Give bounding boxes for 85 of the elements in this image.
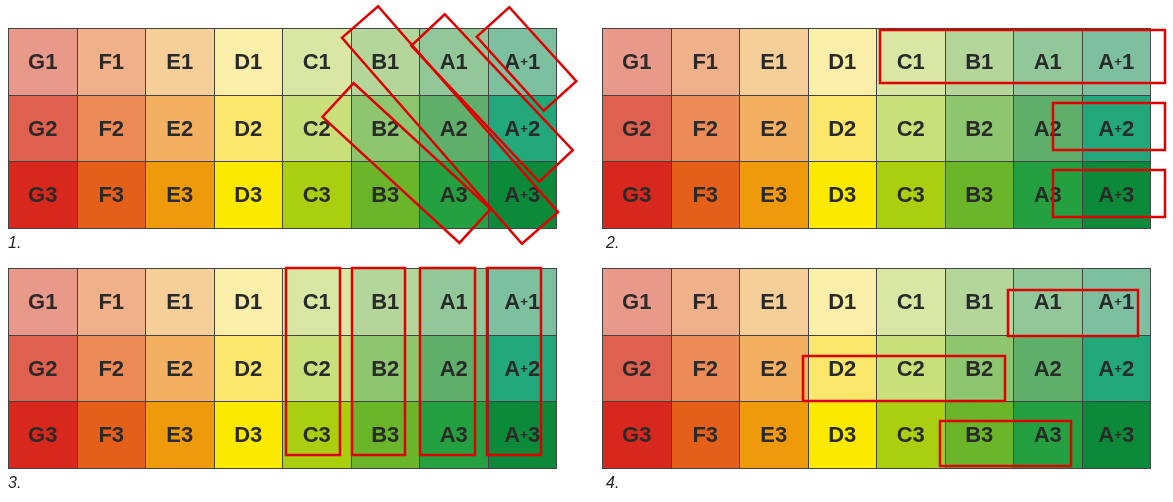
grade-cell: G1: [602, 268, 672, 336]
grade-cell: A$^{+}$3: [1081, 161, 1151, 230]
grade-cell: F1: [670, 28, 740, 96]
grade-cell: D1: [807, 268, 877, 336]
grade-cell: G1: [602, 28, 672, 96]
grade-cell: A$^{+}$1: [1081, 268, 1151, 336]
grade-cell: E3: [739, 161, 809, 230]
grade-cell: E1: [739, 28, 809, 96]
grade-cell: E3: [739, 401, 809, 470]
grade-cell: E1: [145, 268, 215, 336]
panel-number: 1.: [8, 234, 22, 252]
grade-cell: E2: [739, 334, 809, 403]
grade-cell: A3: [419, 161, 489, 230]
grade-cell: F2: [670, 334, 740, 403]
grade-cell: D3: [213, 161, 283, 230]
grade-cell: G2: [8, 94, 78, 163]
grade-cell: C2: [876, 94, 946, 163]
grade-cell: G3: [602, 401, 672, 470]
panel-number: 2.: [606, 234, 620, 252]
grade-cell: E3: [145, 401, 215, 470]
grade-cell: G2: [602, 334, 672, 403]
grade-cell: C1: [282, 28, 352, 96]
grade-cell: D1: [213, 28, 283, 96]
grade-cell: G2: [602, 94, 672, 163]
grade-cell: F1: [670, 268, 740, 336]
grade-cell: A$^{+}$2: [487, 334, 557, 403]
grade-cell: C3: [876, 401, 946, 470]
grade-cell: D3: [807, 161, 877, 230]
grade-cell: G3: [8, 161, 78, 230]
grade-cell: F3: [670, 401, 740, 470]
grade-cell: G1: [8, 28, 78, 96]
grade-cell: A$^{+}$2: [1081, 334, 1151, 403]
grade-cell: D3: [213, 401, 283, 470]
grade-cell: A$^{+}$3: [487, 401, 557, 470]
panel-number: 3.: [8, 474, 22, 492]
grade-cell: A1: [1013, 28, 1083, 96]
grade-cell: F2: [76, 94, 146, 163]
grade-cell: B1: [350, 28, 420, 96]
grade-cell: F1: [76, 28, 146, 96]
grade-cell: G3: [602, 161, 672, 230]
grade-cell: A$^{+}$1: [1081, 28, 1151, 96]
grade-cell: F3: [670, 161, 740, 230]
grade-cell: B3: [944, 161, 1014, 230]
grade-cell: A3: [419, 401, 489, 470]
grade-cell: C2: [282, 334, 352, 403]
grade-cell: F2: [670, 94, 740, 163]
grade-cell: F2: [76, 334, 146, 403]
grade-cell: A$^{+}$3: [1081, 401, 1151, 470]
grade-cell: D1: [807, 28, 877, 96]
grade-cell: C3: [282, 161, 352, 230]
grade-cell: C1: [876, 28, 946, 96]
grade-cell: E1: [145, 28, 215, 96]
grade-cell: C3: [282, 401, 352, 470]
grade-cell: F1: [76, 268, 146, 336]
grade-cell: C3: [876, 161, 946, 230]
grade-cell: A1: [419, 28, 489, 96]
grade-cell: A2: [1013, 334, 1083, 403]
grade-cell: D3: [807, 401, 877, 470]
grade-cell: C2: [282, 94, 352, 163]
grade-cell: C2: [876, 334, 946, 403]
grade-cell: B3: [350, 161, 420, 230]
grade-cell: E2: [145, 94, 215, 163]
grade-cell: B1: [944, 268, 1014, 336]
grade-cell: D2: [807, 94, 877, 163]
grade-cell: B3: [350, 401, 420, 470]
grade-cell: D1: [213, 268, 283, 336]
grade-cell: D2: [213, 94, 283, 163]
grade-cell: C1: [876, 268, 946, 336]
grade-cell: E3: [145, 161, 215, 230]
grade-cell: E2: [145, 334, 215, 403]
grade-cell: A$^{+}$1: [487, 268, 557, 336]
grade-cell: A1: [1013, 268, 1083, 336]
grade-cell: E1: [739, 268, 809, 336]
grade-cell: G2: [8, 334, 78, 403]
grade-cell: E2: [739, 94, 809, 163]
panel-number: 4.: [606, 474, 620, 492]
grade-cell: A3: [1013, 401, 1083, 470]
grade-cell: D2: [213, 334, 283, 403]
grade-cell: F3: [76, 161, 146, 230]
grade-cell: B2: [944, 94, 1014, 163]
grade-cell: C1: [282, 268, 352, 336]
grade-cell: G3: [8, 401, 78, 470]
grade-cell: B1: [944, 28, 1014, 96]
grade-cell: F3: [76, 401, 146, 470]
grade-cell: G1: [8, 268, 78, 336]
